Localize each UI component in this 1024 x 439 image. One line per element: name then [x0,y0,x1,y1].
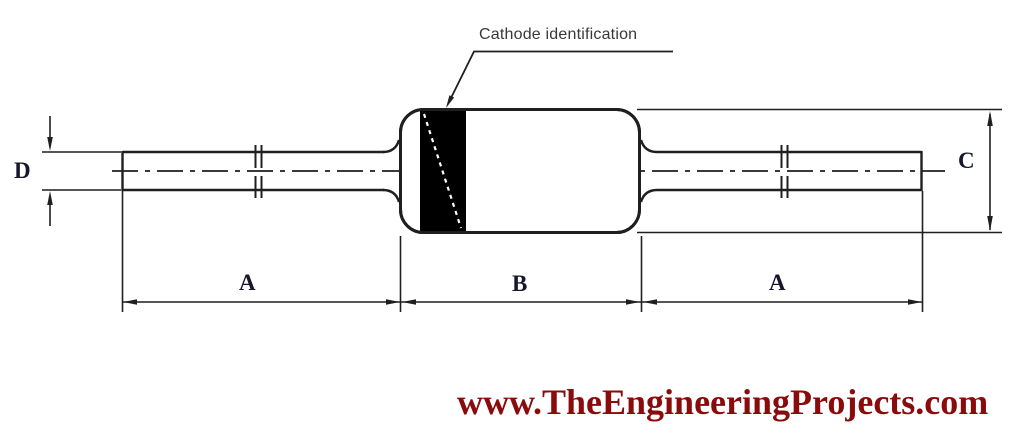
dimension-c [637,108,1002,234]
cathode-band-diagonal [422,113,463,229]
leader-arrowhead-icon [446,95,455,108]
lead-right [639,139,923,203]
dimension-a-b-a [121,191,924,312]
dim-b-right-arrow-icon [626,299,640,305]
dim-label-a-left: A [239,270,256,295]
dim-label-b: B [512,271,528,296]
dim-c-arrow-down-icon [987,216,993,231]
cathode-identification-label: Cathode identification [479,26,638,43]
dim-a2-left-arrow-icon [643,299,657,305]
dim-label-d: D [14,158,31,183]
diode-body [399,108,641,234]
watermark-text: www.TheEngineeringProjects.com [457,382,989,422]
lead-left [121,139,401,203]
dim-a2-right-arrow-icon [908,299,922,305]
dim-d-arrow-up-icon [47,191,53,205]
dim-a-left-arrow-icon [123,299,137,305]
dim-b-left-arrow-icon [402,299,416,305]
dim-c-arrow-up-icon [987,111,993,126]
lead-break-marks-right [780,145,789,198]
dim-label-a-right: A [769,270,786,295]
lead-break-marks-left [254,145,263,198]
callout-leader-line [446,50,673,108]
dim-a-right-arrow-icon [386,299,400,305]
dim-label-c: C [958,148,975,173]
dim-d-arrow-down-icon [47,137,53,151]
dimension-d [42,116,121,226]
